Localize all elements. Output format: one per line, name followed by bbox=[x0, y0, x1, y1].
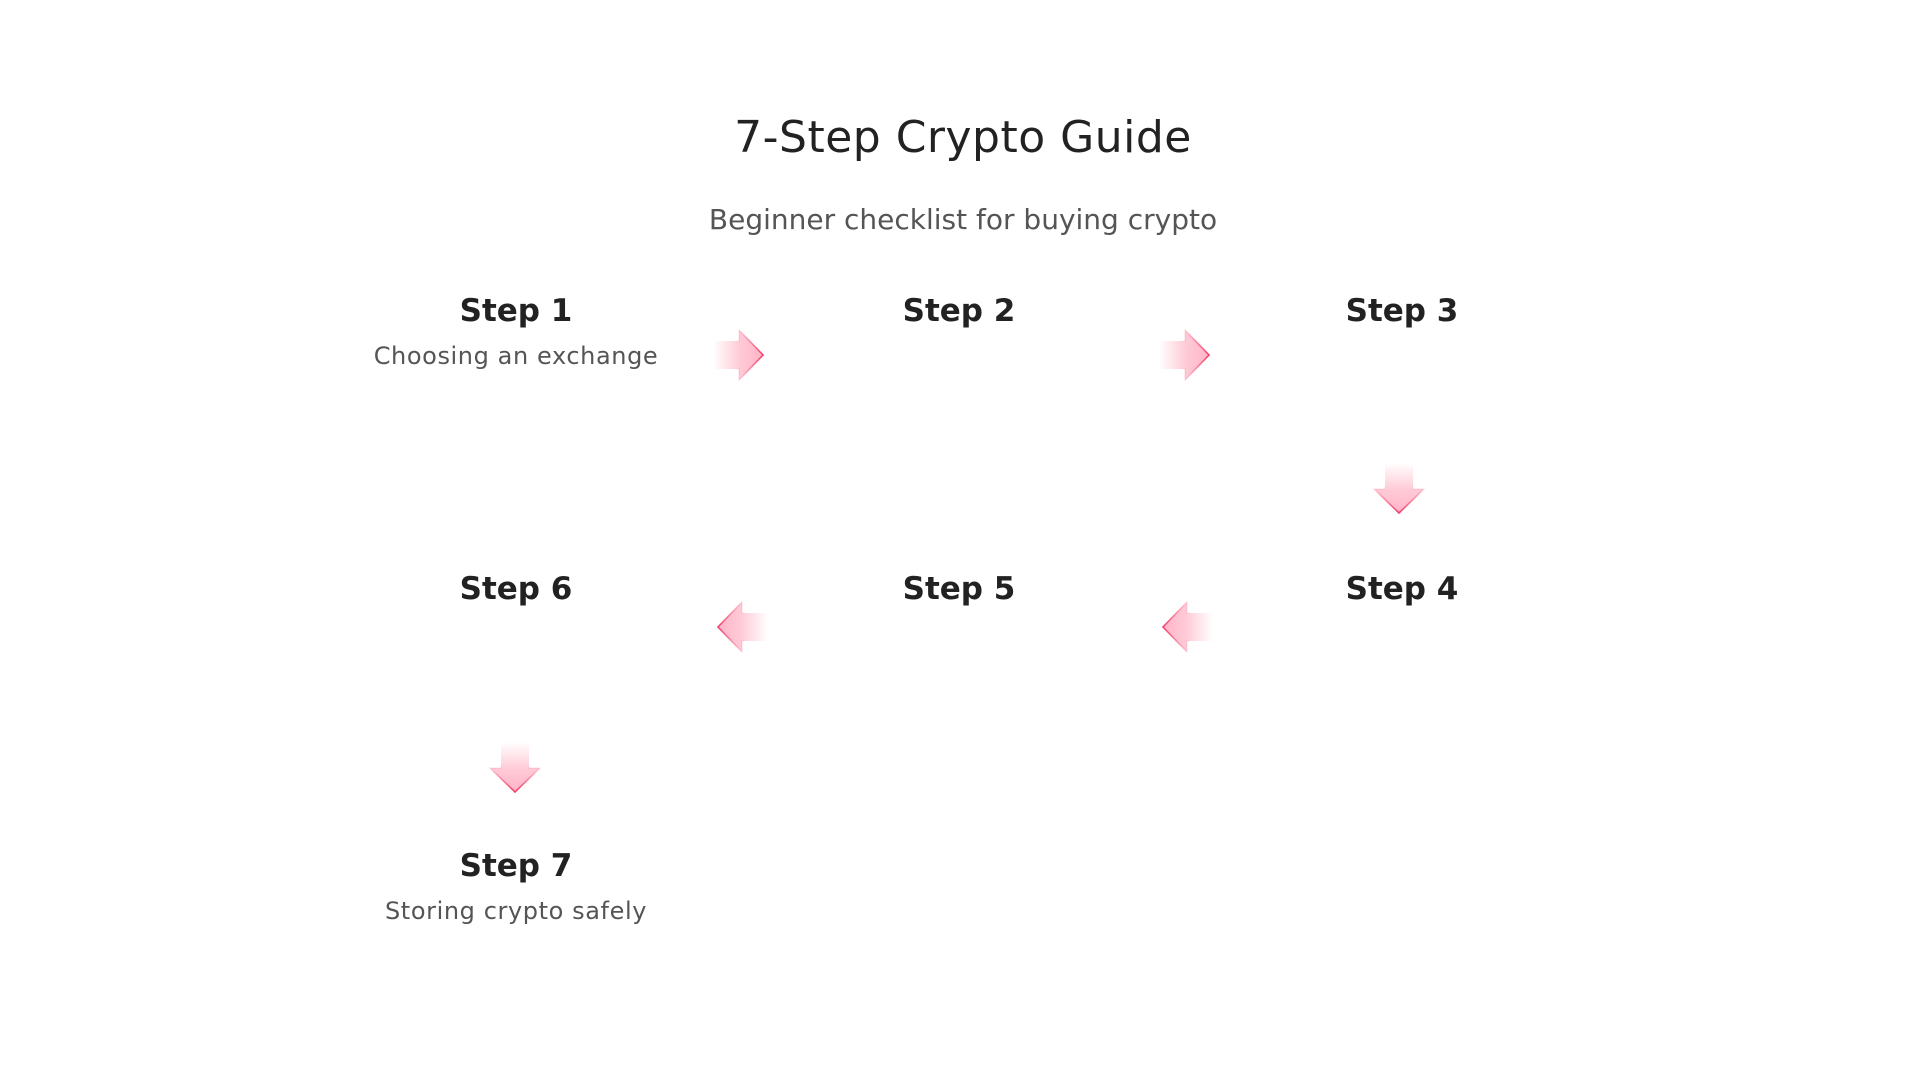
step-heading: Step 4 bbox=[1345, 571, 1459, 607]
page-title: 7-Step Crypto Guide bbox=[734, 112, 1192, 163]
step-4: Step 4 bbox=[1182, 570, 1622, 618]
step-heading: Step 3 bbox=[1345, 293, 1459, 329]
step-heading: Step 1 bbox=[459, 293, 573, 329]
step-heading: Step 7 bbox=[459, 848, 573, 884]
step-2: Step 2 bbox=[739, 292, 1179, 340]
arrow-down-icon bbox=[1373, 463, 1425, 515]
step-description: Storing crypto safely bbox=[384, 897, 648, 925]
arrow-down-icon bbox=[489, 742, 541, 794]
step-3: Step 3 bbox=[1182, 292, 1622, 340]
step-6: Step 6 bbox=[296, 570, 736, 618]
step-5: Step 5 bbox=[739, 570, 1179, 618]
step-description: Choosing an exchange bbox=[373, 342, 659, 370]
arrow-left-icon bbox=[716, 601, 768, 653]
arrow-right-icon bbox=[713, 329, 765, 381]
arrow-right-icon bbox=[1159, 329, 1211, 381]
page-subtitle: Beginner checklist for buying crypto bbox=[708, 203, 1218, 236]
step-heading: Step 5 bbox=[902, 571, 1016, 607]
step-heading: Step 6 bbox=[459, 571, 573, 607]
arrow-left-icon bbox=[1161, 601, 1213, 653]
step-7: Step 7 Storing crypto safely bbox=[296, 847, 736, 927]
step-heading: Step 2 bbox=[902, 293, 1016, 329]
step-1: Step 1 Choosing an exchange bbox=[296, 292, 736, 372]
